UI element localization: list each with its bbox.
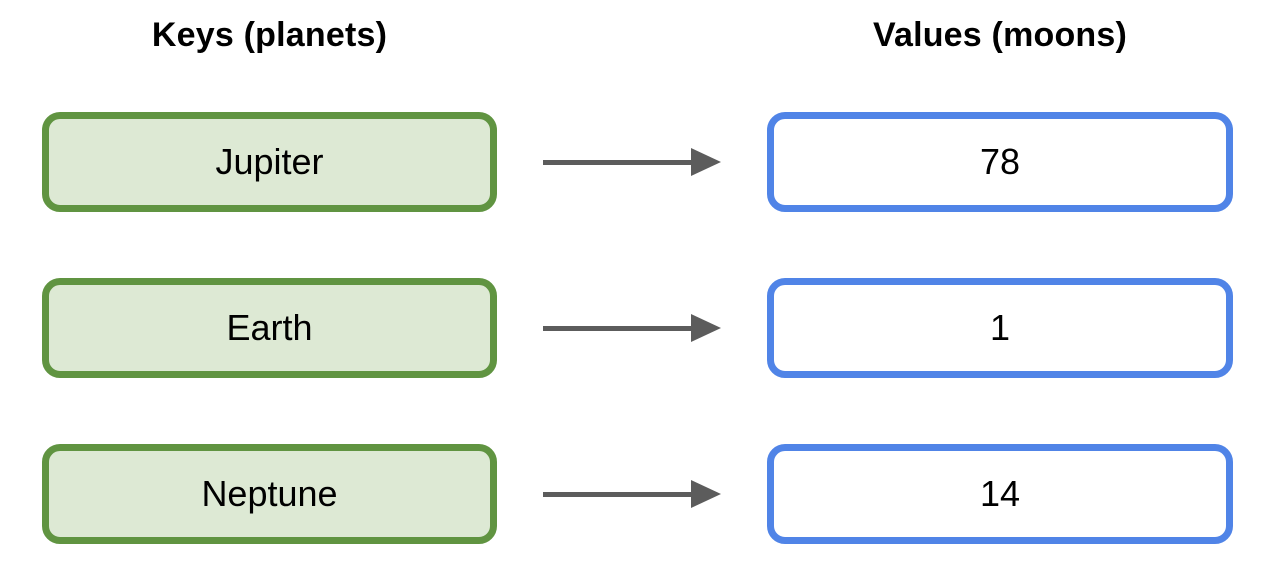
- arrow-cell: [497, 112, 767, 212]
- arrow-right-icon: [543, 148, 721, 176]
- key-label: Earth: [226, 307, 313, 348]
- arrow-head: [691, 148, 721, 176]
- key-box-neptune: Neptune: [42, 444, 497, 544]
- arrow-right-icon: [543, 314, 721, 342]
- value-box-78: 78: [767, 112, 1233, 212]
- value-box-14: 14: [767, 444, 1233, 544]
- arrow-head: [691, 480, 721, 508]
- arrow-cell: [497, 278, 767, 378]
- arrow-right-icon: [543, 480, 721, 508]
- arrow-line: [543, 159, 691, 165]
- arrow-head: [691, 314, 721, 342]
- arrow-line: [543, 491, 691, 497]
- arrow-line: [543, 325, 691, 331]
- arrow-cell: [497, 444, 767, 544]
- diagram-grid: Keys (planets) Values (moons) Jupiter 78…: [42, 16, 1233, 544]
- key-label: Neptune: [201, 473, 338, 514]
- key-box-jupiter: Jupiter: [42, 112, 497, 212]
- key-box-earth: Earth: [42, 278, 497, 378]
- value-label: 1: [989, 307, 1011, 348]
- key-label: Jupiter: [215, 141, 324, 182]
- value-label: 14: [979, 473, 1021, 514]
- keys-column-title: Keys (planets): [151, 16, 388, 54]
- value-box-1: 1: [767, 278, 1233, 378]
- value-label: 78: [979, 141, 1021, 182]
- values-column-title: Values (moons): [872, 16, 1128, 54]
